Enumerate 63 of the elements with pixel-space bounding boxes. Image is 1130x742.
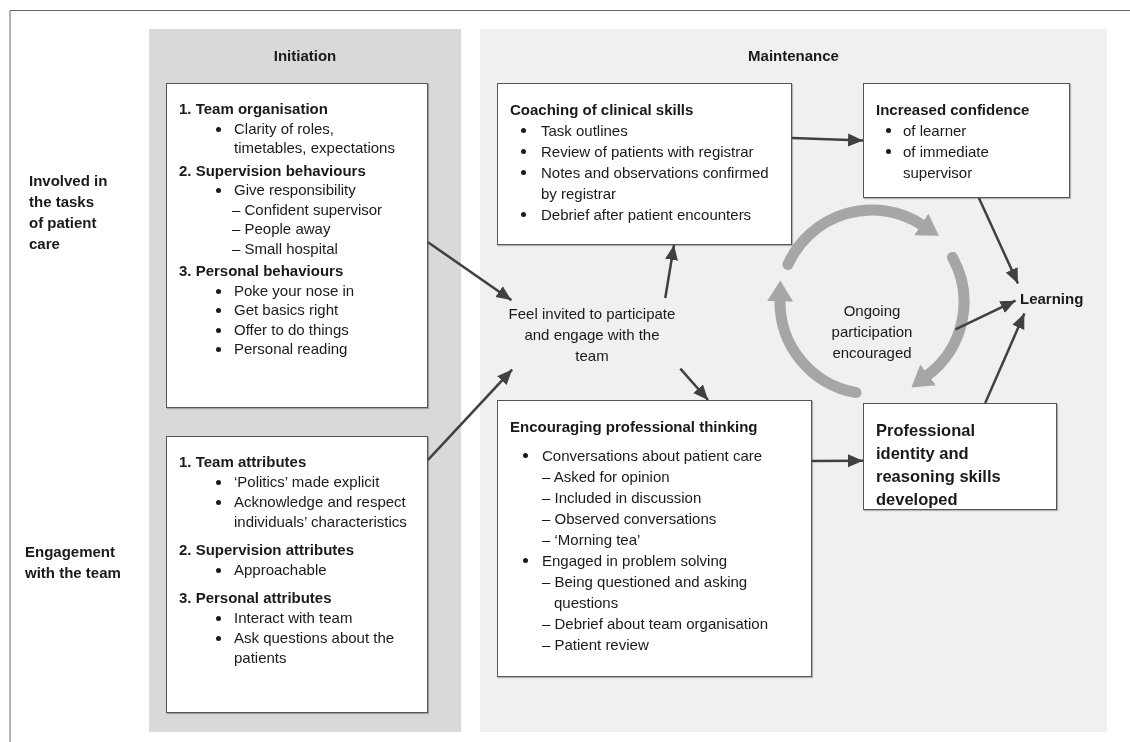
box-heading: Professional identity and reasoning skills developed: [875, 420, 1002, 510]
text-box: [497, 83, 792, 245]
bullet-item: Engaged in problem solving: [523, 550, 799, 571]
sub-item: – Patient review: [542, 635, 650, 655]
arrow: [664, 244, 678, 299]
bullet-item: Interact with team: [216, 608, 419, 628]
arrow: [954, 299, 1017, 331]
bullet-item: Get basics right: [216, 300, 401, 320]
bullet-item: Conversations about patient care: [523, 445, 799, 466]
bullet-item: Personal reading: [216, 339, 401, 359]
bullet-item: Acknowledge and respect individuals’ characteristics: [216, 492, 419, 532]
arrow: [791, 133, 864, 147]
row-label: Involved in the tasks of patient care: [29, 171, 109, 254]
sub-item: – Small hospital: [232, 238, 339, 258]
arrow: [984, 313, 1026, 404]
bullet-item: Ask questions about the patients: [216, 628, 419, 668]
box-heading: 2. Supervision behaviours: [178, 160, 367, 180]
sub-item: – ‘Morning tea’: [542, 530, 642, 550]
bullet-item: Poke your nose in: [216, 280, 401, 300]
sub-item: – People away: [232, 219, 332, 239]
panel: [149, 29, 461, 732]
panel-heading: Maintenance: [747, 47, 840, 64]
sub-item: – Asked for opinion: [542, 467, 671, 487]
bullet-item: Clarity of roles, timetables, expectations: [216, 118, 401, 158]
outcome-label: Learning: [1020, 288, 1084, 309]
text-box: [497, 400, 812, 677]
bullet-item: Give responsibility: [216, 180, 401, 200]
box-heading: 3. Personal attributes: [178, 588, 333, 608]
sub-item: – Observed conversations: [542, 509, 718, 529]
arrow: [679, 367, 709, 401]
text-box: [166, 83, 428, 408]
node-label: Ongoing participation encouraged: [822, 300, 922, 363]
box-heading: Increased confidence: [875, 100, 1031, 120]
arrow: [977, 197, 1020, 284]
bullet-item: Notes and observations confirmed by registrar: [521, 162, 781, 204]
arrow: [427, 368, 513, 461]
box-heading: Coaching of clinical skills: [509, 100, 695, 120]
box-heading: 3. Personal behaviours: [178, 261, 345, 281]
sub-item: – Included in discussion: [542, 488, 703, 508]
arrow: [812, 454, 863, 468]
box-heading: 1. Team attributes: [178, 452, 308, 472]
bullet-item: Review of patients with registrar: [521, 141, 781, 162]
text-box: [863, 403, 1057, 510]
bullet-item: Task outlines: [521, 120, 781, 141]
bullet-item: Offer to do things: [216, 319, 401, 339]
bullet-item: of learner: [886, 120, 1057, 141]
box-heading: 1. Team organisation: [178, 99, 329, 119]
row-label: Engagement with the team: [25, 542, 122, 583]
sub-item: – Being questioned and asking questions: [542, 572, 749, 613]
arrow: [427, 241, 513, 302]
text-box: [863, 83, 1070, 198]
text-box: [166, 436, 428, 713]
node-label: Feel invited to participate and engage with the team: [507, 303, 677, 366]
sub-item: – Debrief about team organisation: [542, 614, 769, 634]
box-heading: Encouraging professional thinking: [509, 417, 759, 437]
box-heading: 2. Supervision attributes: [178, 540, 356, 560]
bullet-item: of immediate supervisor: [886, 141, 1057, 183]
bullet-item: ‘Politics’ made explicit: [216, 472, 419, 492]
bullet-item: Debrief after patient encounters: [521, 204, 781, 225]
panel-heading: Initiation: [272, 47, 338, 64]
panel: [480, 29, 1107, 732]
bullet-item: Approachable: [216, 560, 419, 580]
sub-item: – Confident supervisor: [232, 199, 384, 219]
